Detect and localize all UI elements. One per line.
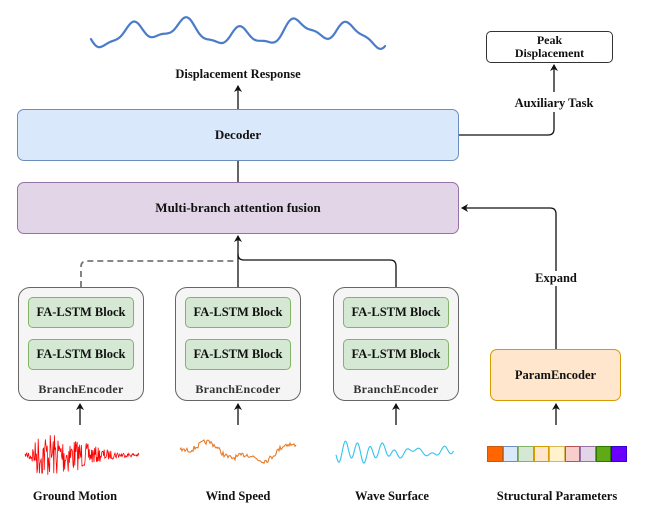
parameter-cell xyxy=(549,446,565,462)
branch-encoder-label: BranchEncoder xyxy=(353,382,439,396)
fa-lstm-block: FA-LSTM Block xyxy=(185,297,291,328)
decoder-label: Decoder xyxy=(214,127,262,142)
ground-motion-waveform xyxy=(24,435,140,475)
parameter-cell xyxy=(595,446,611,462)
fa-lstm-block: FA-LSTM Block xyxy=(343,339,449,370)
arrow-param-to-fusion xyxy=(461,204,557,349)
branch-encoder-wind-speed: FA-LSTM Block FA-LSTM Block BranchEncode… xyxy=(175,287,301,401)
fa-lstm-block: FA-LSTM Block xyxy=(28,297,134,328)
decoder-block: Decoder xyxy=(17,109,459,161)
fa-lstm-block: FA-LSTM Block xyxy=(185,339,291,370)
peak-displacement-box: Peak Displacement xyxy=(486,31,613,63)
parameter-cell xyxy=(580,446,596,462)
branch-encoder-label: BranchEncoder xyxy=(195,382,281,396)
wave-surface-waveform xyxy=(335,440,455,464)
parameter-cell xyxy=(502,446,518,462)
branch-encoder-ground-motion: FA-LSTM Block FA-LSTM Block BranchEncode… xyxy=(18,287,144,401)
branch-encoder-wave-surface: FA-LSTM Block FA-LSTM Block BranchEncode… xyxy=(333,287,459,401)
fusion-label: Multi-branch attention fusion xyxy=(155,200,321,215)
parameter-cell xyxy=(518,446,534,462)
attention-fusion-block: Multi-branch attention fusion xyxy=(17,182,459,234)
param-encoder-label: ParamEncoder xyxy=(514,367,597,382)
auxiliary-task-label: Auxiliary Task xyxy=(512,96,596,111)
parameter-cell xyxy=(533,446,549,462)
fa-lstm-block: FA-LSTM Block xyxy=(343,297,449,328)
structural-parameters-label: Structural Parameters xyxy=(496,489,618,503)
ground-motion-label: Ground Motion xyxy=(32,489,118,503)
structural-parameters-vector xyxy=(487,446,627,462)
branch-encoder-label: BranchEncoder xyxy=(38,382,124,396)
peak-label-line1: Peak xyxy=(536,33,563,47)
wind-speed-label: Wind Speed xyxy=(205,489,271,503)
peak-label-line2: Displacement xyxy=(514,46,585,60)
parameter-cell xyxy=(487,446,503,462)
connector-decoder-to-auxiliary xyxy=(459,112,555,136)
wave-surface-label: Wave Surface xyxy=(355,489,429,503)
displacement-response-label: Displacement Response xyxy=(175,67,301,81)
wind-speed-waveform xyxy=(179,439,297,465)
parameter-cell xyxy=(564,446,580,462)
expand-label: Expand xyxy=(533,271,579,286)
connector-ground-motion-dashed xyxy=(80,260,236,287)
parameter-cell xyxy=(611,446,627,462)
displacement-response-waveform xyxy=(89,16,387,51)
connector-wave-to-fusion xyxy=(237,253,397,287)
param-encoder-block: ParamEncoder xyxy=(490,349,621,401)
fa-lstm-block: FA-LSTM Block xyxy=(28,339,134,370)
